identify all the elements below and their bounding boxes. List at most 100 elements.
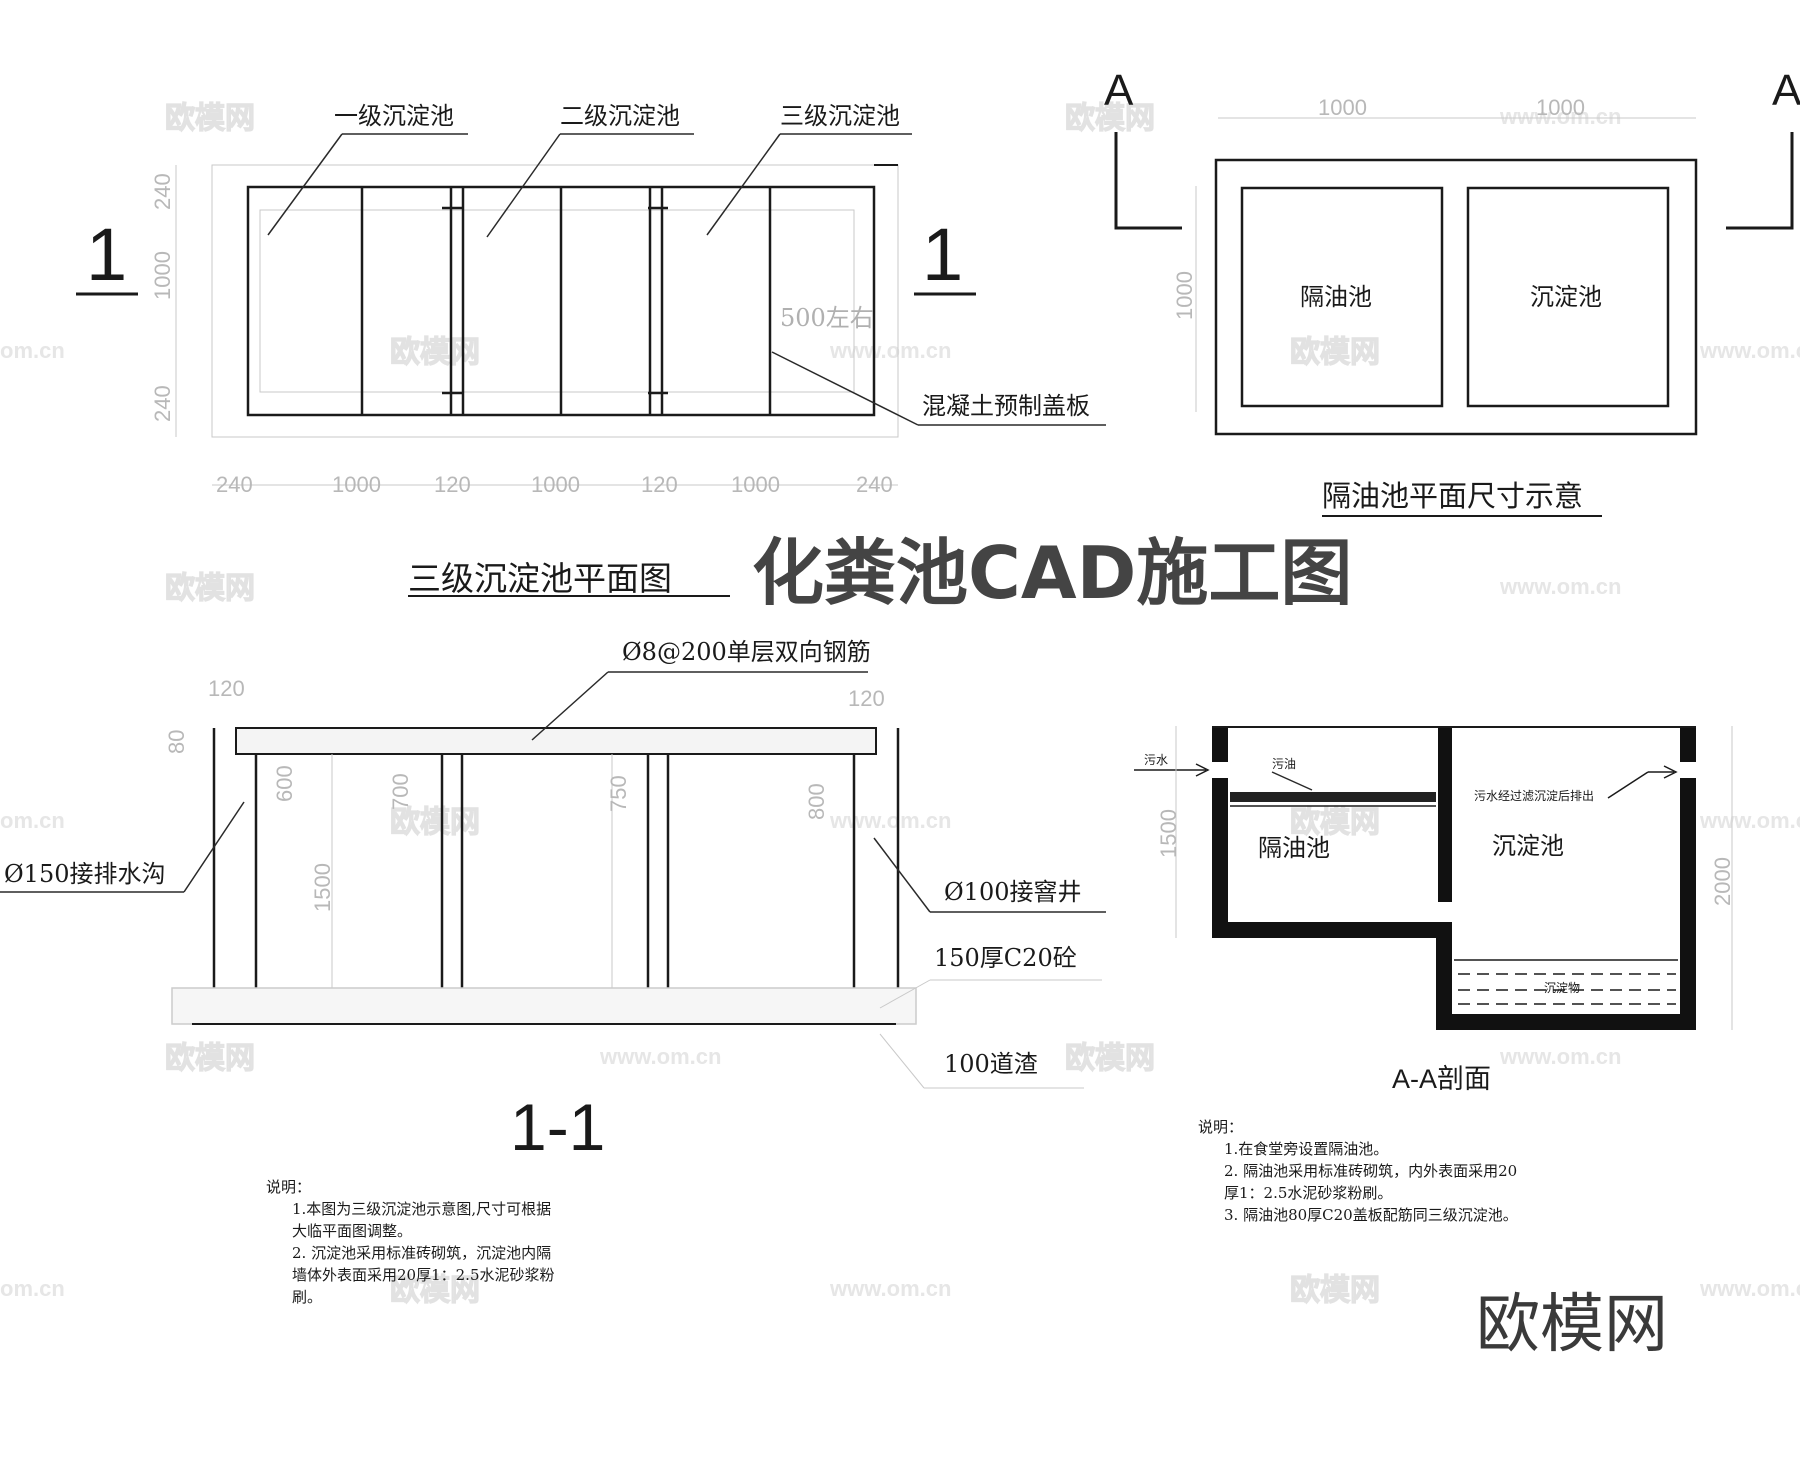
site-logo: 欧模网	[1476, 1288, 1668, 1362]
leader-line	[879, 1033, 925, 1089]
leader-line	[486, 133, 561, 238]
watermark-url: om.cn	[0, 808, 65, 833]
notes-line: 2. 隔油池采用标准砖砌筑，内外表面采用20	[1224, 1162, 1517, 1180]
leader-line	[873, 837, 931, 913]
drawing-title: 化粪池CAD施工图	[752, 531, 1352, 615]
chamber1-label: 一级沉淀池	[334, 102, 454, 130]
watermark-url: www.om.cn	[1499, 1044, 1621, 1069]
dim-text: 1500	[310, 863, 335, 912]
leader-line	[879, 979, 931, 1009]
note-500: 500左右	[780, 304, 874, 332]
watermark-url: www.om.cn	[829, 1276, 951, 1301]
watermark-url: www.om.cn	[1499, 574, 1621, 599]
dim-text: 240	[150, 385, 175, 422]
watermark-url: www.om.cn	[1699, 1276, 1800, 1301]
dim-text: 1000	[1536, 95, 1585, 120]
notes-line: 1.本图为三级沉淀池示意图,尺寸可根据	[292, 1200, 551, 1218]
section-mark-a-right: A	[1772, 66, 1800, 115]
watermark: 欧模网	[390, 805, 480, 840]
watermark: 欧模网	[1065, 1041, 1155, 1076]
plan-outline-faint	[211, 164, 899, 438]
settling-chamber-label: 沉淀池	[1492, 832, 1564, 860]
outlet-arrow-head	[1663, 765, 1678, 779]
watermark-url: www.om.cn	[1499, 104, 1621, 129]
concrete-label: 150厚C20砼	[934, 944, 1077, 972]
dim-text: 1000	[1172, 271, 1197, 320]
oil-plan-title: 隔油池平面尺寸示意	[1322, 479, 1583, 513]
notes-head: 说明：	[266, 1178, 311, 1196]
watermark: 欧模网	[390, 335, 480, 370]
outlet-arrow	[1607, 771, 1649, 799]
notes-left: 说明： 1.本图为三级沉淀池示意图,尺寸可根据 大临平面图调整。 2. 沉淀池采…	[266, 1178, 555, 1306]
watermark: 欧模网	[1065, 101, 1155, 136]
dim-text: 120	[641, 472, 678, 497]
section-aa-title: A-A剖面	[1392, 1064, 1491, 1094]
notes-head: 说明：	[1198, 1118, 1243, 1136]
outlet-label: 污水经过滤沉淀后排出	[1474, 789, 1594, 803]
leader-line	[771, 351, 919, 426]
section-floor	[1436, 1014, 1696, 1030]
cover-label: 混凝土预制盖板	[922, 392, 1090, 420]
cover-slab	[235, 727, 877, 755]
dim-text: 800	[804, 783, 829, 820]
notes-line: 刷。	[292, 1288, 322, 1306]
oil-plan-right-chamber	[1466, 186, 1670, 408]
watermark: 欧模网	[165, 101, 255, 136]
watermark-url: om.cn	[0, 338, 65, 363]
dim-text: 1500	[1156, 809, 1181, 858]
watermark: 欧模网	[390, 1273, 480, 1308]
dim-text: 700	[388, 773, 413, 810]
section-mark-bracket	[1114, 132, 1182, 230]
notes-right: 说明： 1.在食堂旁设置隔油池。 2. 隔油池采用标准砖砌筑，内外表面采用20 …	[1198, 1118, 1518, 1224]
sewage-label: 污水	[1144, 753, 1168, 767]
settling-tank-plan: 一级沉淀池 二级沉淀池 三级沉淀池 500左右 混凝土预制盖板 1 1 240 …	[76, 102, 1106, 598]
watermark-url: www.om.cn	[1699, 808, 1800, 833]
section-a-a: 污水 污油 污水经过滤沉淀后排出 隔油池 沉淀池 沉淀物 1500 2000 A…	[1134, 726, 1735, 1094]
dim-text: 120	[208, 676, 245, 701]
oil-chamber-label: 隔油池	[1258, 834, 1330, 862]
watermark-url: www.om.cn	[599, 1044, 721, 1069]
section-mark-right: 1	[922, 213, 963, 296]
section-wall	[1680, 778, 1696, 1030]
dim-text: 1000	[531, 472, 580, 497]
dim-text: 1000	[731, 472, 780, 497]
sediment-label: 沉淀物	[1544, 981, 1580, 995]
oil-layer	[1230, 792, 1436, 802]
dim-text: 80	[164, 730, 189, 754]
notes-line: 2. 沉淀池采用标准砖砌筑，沉淀池内隔	[292, 1244, 551, 1262]
dim-text: 240	[216, 472, 253, 497]
oil-plan-left-chamber	[1240, 186, 1444, 408]
plan-inner-faint	[259, 209, 855, 393]
section-mark-left: 1	[86, 213, 127, 296]
dim-text: 1000	[332, 472, 381, 497]
section-partition	[1438, 726, 1452, 902]
drain-label: Ø150接排水沟	[4, 860, 165, 888]
chamber3-label: 三级沉淀池	[780, 102, 900, 130]
notes-line: 1.在食堂旁设置隔油池。	[1224, 1140, 1388, 1158]
section-wall	[1212, 726, 1228, 762]
concrete-base	[171, 987, 917, 1025]
dim-text: 600	[272, 765, 297, 802]
oil-label: 污油	[1272, 757, 1296, 771]
rebar-label: Ø8@200单层双向钢筋	[622, 638, 871, 666]
watermark: 欧模网	[1290, 805, 1380, 840]
section-1-1-title: 1-1	[510, 1090, 605, 1164]
watermark-url: om.cn	[0, 1276, 65, 1301]
dim-text: 750	[606, 775, 631, 812]
oil-separator-plan: A A 1000 1000 1000 隔油池 沉淀池 隔油池平面尺寸示意	[1104, 66, 1800, 517]
section-mark-a-left: A	[1104, 66, 1134, 115]
dim-text: 240	[150, 173, 175, 210]
dim-text: 1000	[150, 251, 175, 300]
leader-line	[267, 133, 343, 236]
section-wall	[1212, 778, 1228, 938]
watermark: 欧模网	[165, 1041, 255, 1076]
plan-title: 三级沉淀池平面图	[408, 559, 672, 598]
oil-plan-right-label: 沉淀池	[1530, 283, 1602, 311]
notes-line: 大临平面图调整。	[292, 1222, 412, 1240]
leader-line	[1271, 771, 1313, 791]
dim-text: 240	[856, 472, 893, 497]
ballast-label: 100道渣	[944, 1050, 1038, 1078]
inlet-arrow-head	[1195, 763, 1210, 777]
leader-line	[706, 133, 781, 236]
